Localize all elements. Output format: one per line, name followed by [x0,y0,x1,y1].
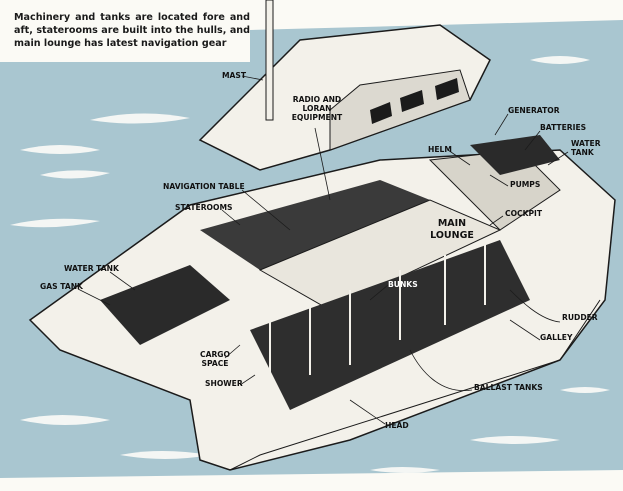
label-water-tank-aft-2: TANK [571,148,594,157]
label-pumps: PUMPS [510,180,541,189]
label-ballast-tanks: BALLAST TANKS [474,383,543,392]
label-cargo-2: SPACE [201,359,229,368]
label-main-lounge-2: LOUNGE [430,230,474,241]
starboard-hull-interior [200,180,430,270]
label-main-lounge-1: MAIN [437,218,467,229]
label-bunks: BUNKS [388,280,418,289]
label-staterooms: STATEROOMS [175,203,233,212]
label-head: HEAD [385,421,409,430]
label-gas-tank: GAS TANK [40,282,83,291]
mast [265,0,274,121]
label-navigation-table: NAVIGATION TABLE [163,182,245,191]
caption: Machinery and tanks are located fore and… [14,12,250,49]
label-helm: HELM [428,145,452,154]
label-rudder: RUDDER [562,313,598,322]
label-shower: SHOWER [205,379,243,388]
label-galley: GALLEY [540,333,573,342]
label-water-tank-fore: WATER TANK [64,264,119,273]
leader-lines [77,75,569,425]
label-cockpit: COCKPIT [505,209,543,218]
aft-engine [470,135,560,175]
label-batteries: BATTERIES [540,123,587,132]
label-cargo-1: CARGO [200,350,230,359]
label-generator: GENERATOR [508,106,560,115]
label-mast: MAST [222,71,247,80]
label-radio-loran: RADIO AND LORAN EQUIPMENT [291,95,343,122]
label-water-tank-aft-1: WATER [571,139,601,148]
port-hull-interior [250,240,530,410]
fore-compartment [100,265,230,345]
